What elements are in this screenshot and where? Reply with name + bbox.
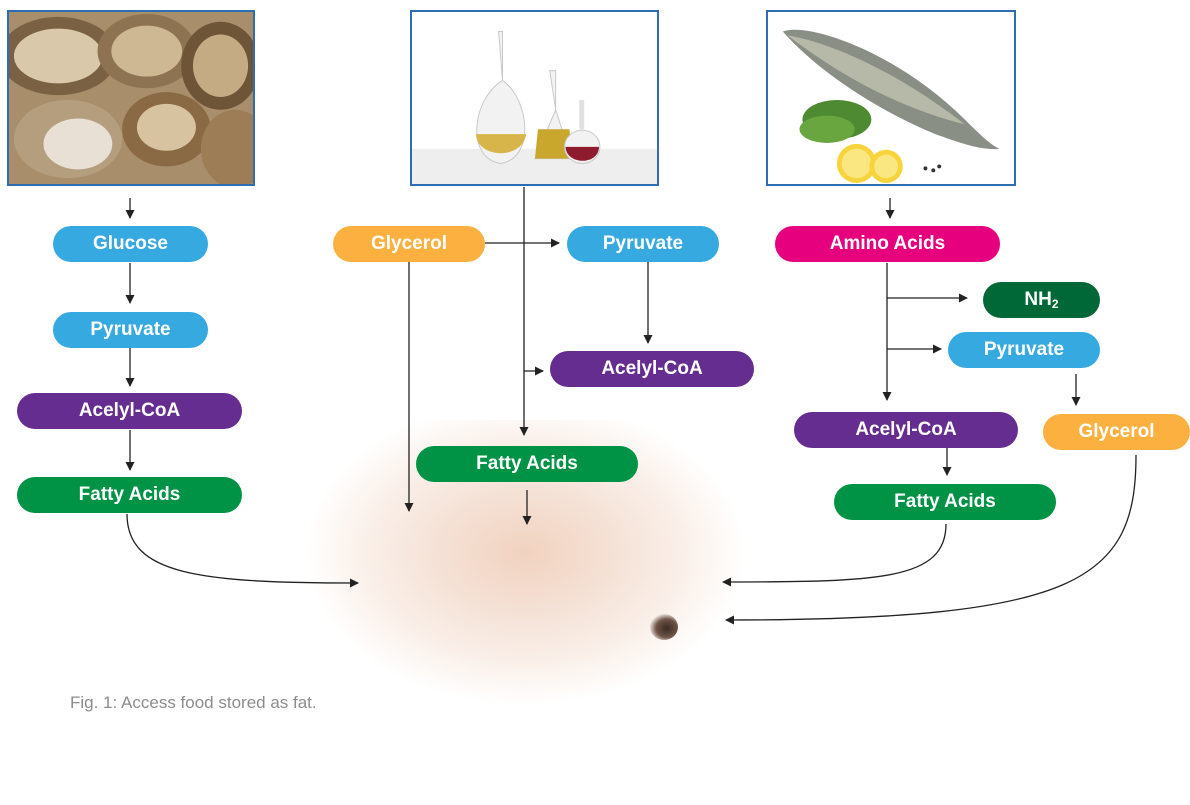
pyruvate-node-right: Pyruvate [948, 332, 1100, 368]
acetyl-coa-node-right: Acelyl-CoA [794, 412, 1018, 448]
nh2-node: NH2 [983, 282, 1100, 318]
pyruvate-node-middle: Pyruvate [567, 226, 719, 262]
fish-photo [766, 10, 1016, 186]
bread-photo [7, 10, 255, 186]
pyruvate-node-left: Pyruvate [53, 312, 208, 348]
glucose-node: Glucose [53, 226, 208, 262]
navel [650, 614, 678, 640]
nh2-label: NH [1024, 289, 1051, 310]
fatty-acids-node-right: Fatty Acids [834, 484, 1056, 520]
amino-acids-node: Amino Acids [775, 226, 1000, 262]
glycerol-node-middle: Glycerol [333, 226, 485, 262]
acetyl-coa-node-middle: Acelyl-CoA [550, 351, 754, 387]
oil-bottles-photo [410, 10, 659, 186]
nh2-subscript: 2 [1052, 297, 1059, 311]
figure-caption: Fig. 1: Access food stored as fat. [70, 693, 317, 713]
fatty-acids-node-middle: Fatty Acids [416, 446, 638, 482]
glycerol-node-right: Glycerol [1043, 414, 1190, 450]
acetyl-coa-node-left: Acelyl-CoA [17, 393, 242, 429]
fatty-acids-node-left: Fatty Acids [17, 477, 242, 513]
